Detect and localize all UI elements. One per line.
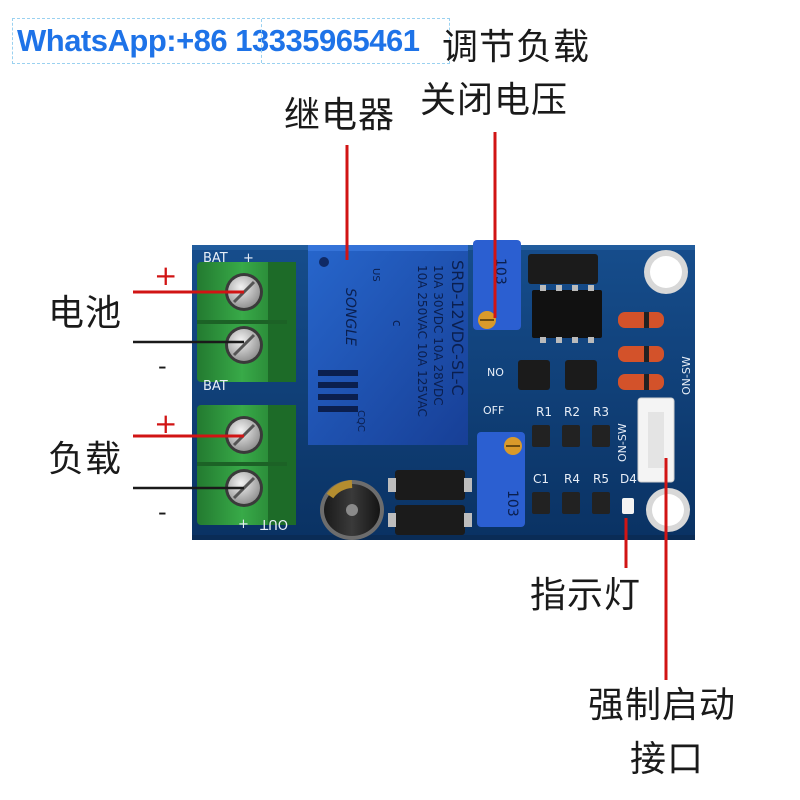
battery-plus-sign: + (154, 259, 178, 292)
relay-module: SONGLE 10A 250VAC 10A 125VAC 10A 30VDC 1… (308, 245, 468, 445)
mounting-hole-top (644, 250, 688, 294)
force-start-connector (637, 397, 675, 483)
relay-logo-stripes (318, 370, 358, 412)
silk-no: NO (487, 366, 504, 379)
potentiometer-bottom: 103 (477, 432, 525, 527)
mounting-hole-bottom (646, 488, 690, 532)
callout-minus-lines (133, 340, 244, 490)
label-battery: 电池 (48, 293, 123, 334)
silk-r1: R1 (536, 405, 552, 419)
pot-bottom-value: 103 (504, 490, 520, 517)
transistor-2 (565, 360, 597, 390)
relay-line2: 10A 30VDC 10A 28VDC (431, 265, 445, 406)
relay-cert-c: c (390, 320, 404, 327)
silk-out: OUT (260, 516, 288, 531)
silk-on-sw-2: ON-SW (616, 423, 629, 462)
silk-c1: C1 (533, 472, 549, 486)
silk-off: OFF (483, 404, 504, 417)
smd-regulator (528, 254, 598, 284)
silk-r5: R5 (593, 472, 609, 486)
relay-cert-us: US (370, 268, 381, 282)
smd-diode-1 (395, 470, 465, 500)
smd-resistors (532, 425, 610, 514)
smd-diode-2 (395, 505, 465, 535)
silk-bat-mid: BAT (203, 379, 228, 394)
silk-d4: D4 (620, 472, 637, 486)
label-adjust-line2: 关闭电压 (420, 80, 569, 121)
indicator-led (622, 498, 634, 514)
load-minus-sign: - (158, 498, 167, 526)
relay-brand: SONGLE (342, 288, 358, 346)
potentiometer-top: 103 (473, 240, 521, 330)
electrolytic-capacitor (320, 480, 384, 540)
load-plus-sign: + (154, 407, 178, 440)
relay-cert-cqc: CQC (355, 410, 366, 432)
label-indicator: 指示灯 (530, 575, 642, 616)
silk-bat-top: BAT (203, 251, 228, 266)
relay-line1: 10A 250VAC 10A 125VAC (415, 265, 429, 417)
load-terminal-block (197, 405, 296, 525)
relay-model: SRD-12VDC-SL-C (448, 260, 467, 396)
label-force-start-line1: 强制启动 (588, 685, 737, 726)
label-adjust-line1: 调节负载 (442, 27, 591, 68)
whatsapp-watermark: WhatsApp:+86 13335965461 (12, 18, 450, 64)
label-load: 负载 (48, 439, 123, 480)
transistor-1 (518, 360, 550, 390)
silk-out-plus: + (238, 517, 249, 532)
ic-chip (532, 285, 602, 343)
silk-on-sw-1: ON-SW (680, 356, 693, 395)
callout-pointers (133, 132, 668, 680)
silk-bat-top-plus: + (243, 251, 254, 266)
glass-diodes (618, 312, 664, 390)
watermark-divider (261, 19, 263, 63)
silk-r3: R3 (593, 405, 609, 419)
silk-r2: R2 (564, 405, 580, 419)
whatsapp-text: WhatsApp:+86 13335965461 (17, 23, 420, 58)
silk-r4: R4 (564, 472, 580, 486)
battery-terminal-block (197, 262, 296, 382)
label-force-start-line2: 接口 (630, 739, 705, 780)
battery-minus-sign: - (158, 352, 167, 380)
label-relay: 继电器 (284, 95, 396, 136)
